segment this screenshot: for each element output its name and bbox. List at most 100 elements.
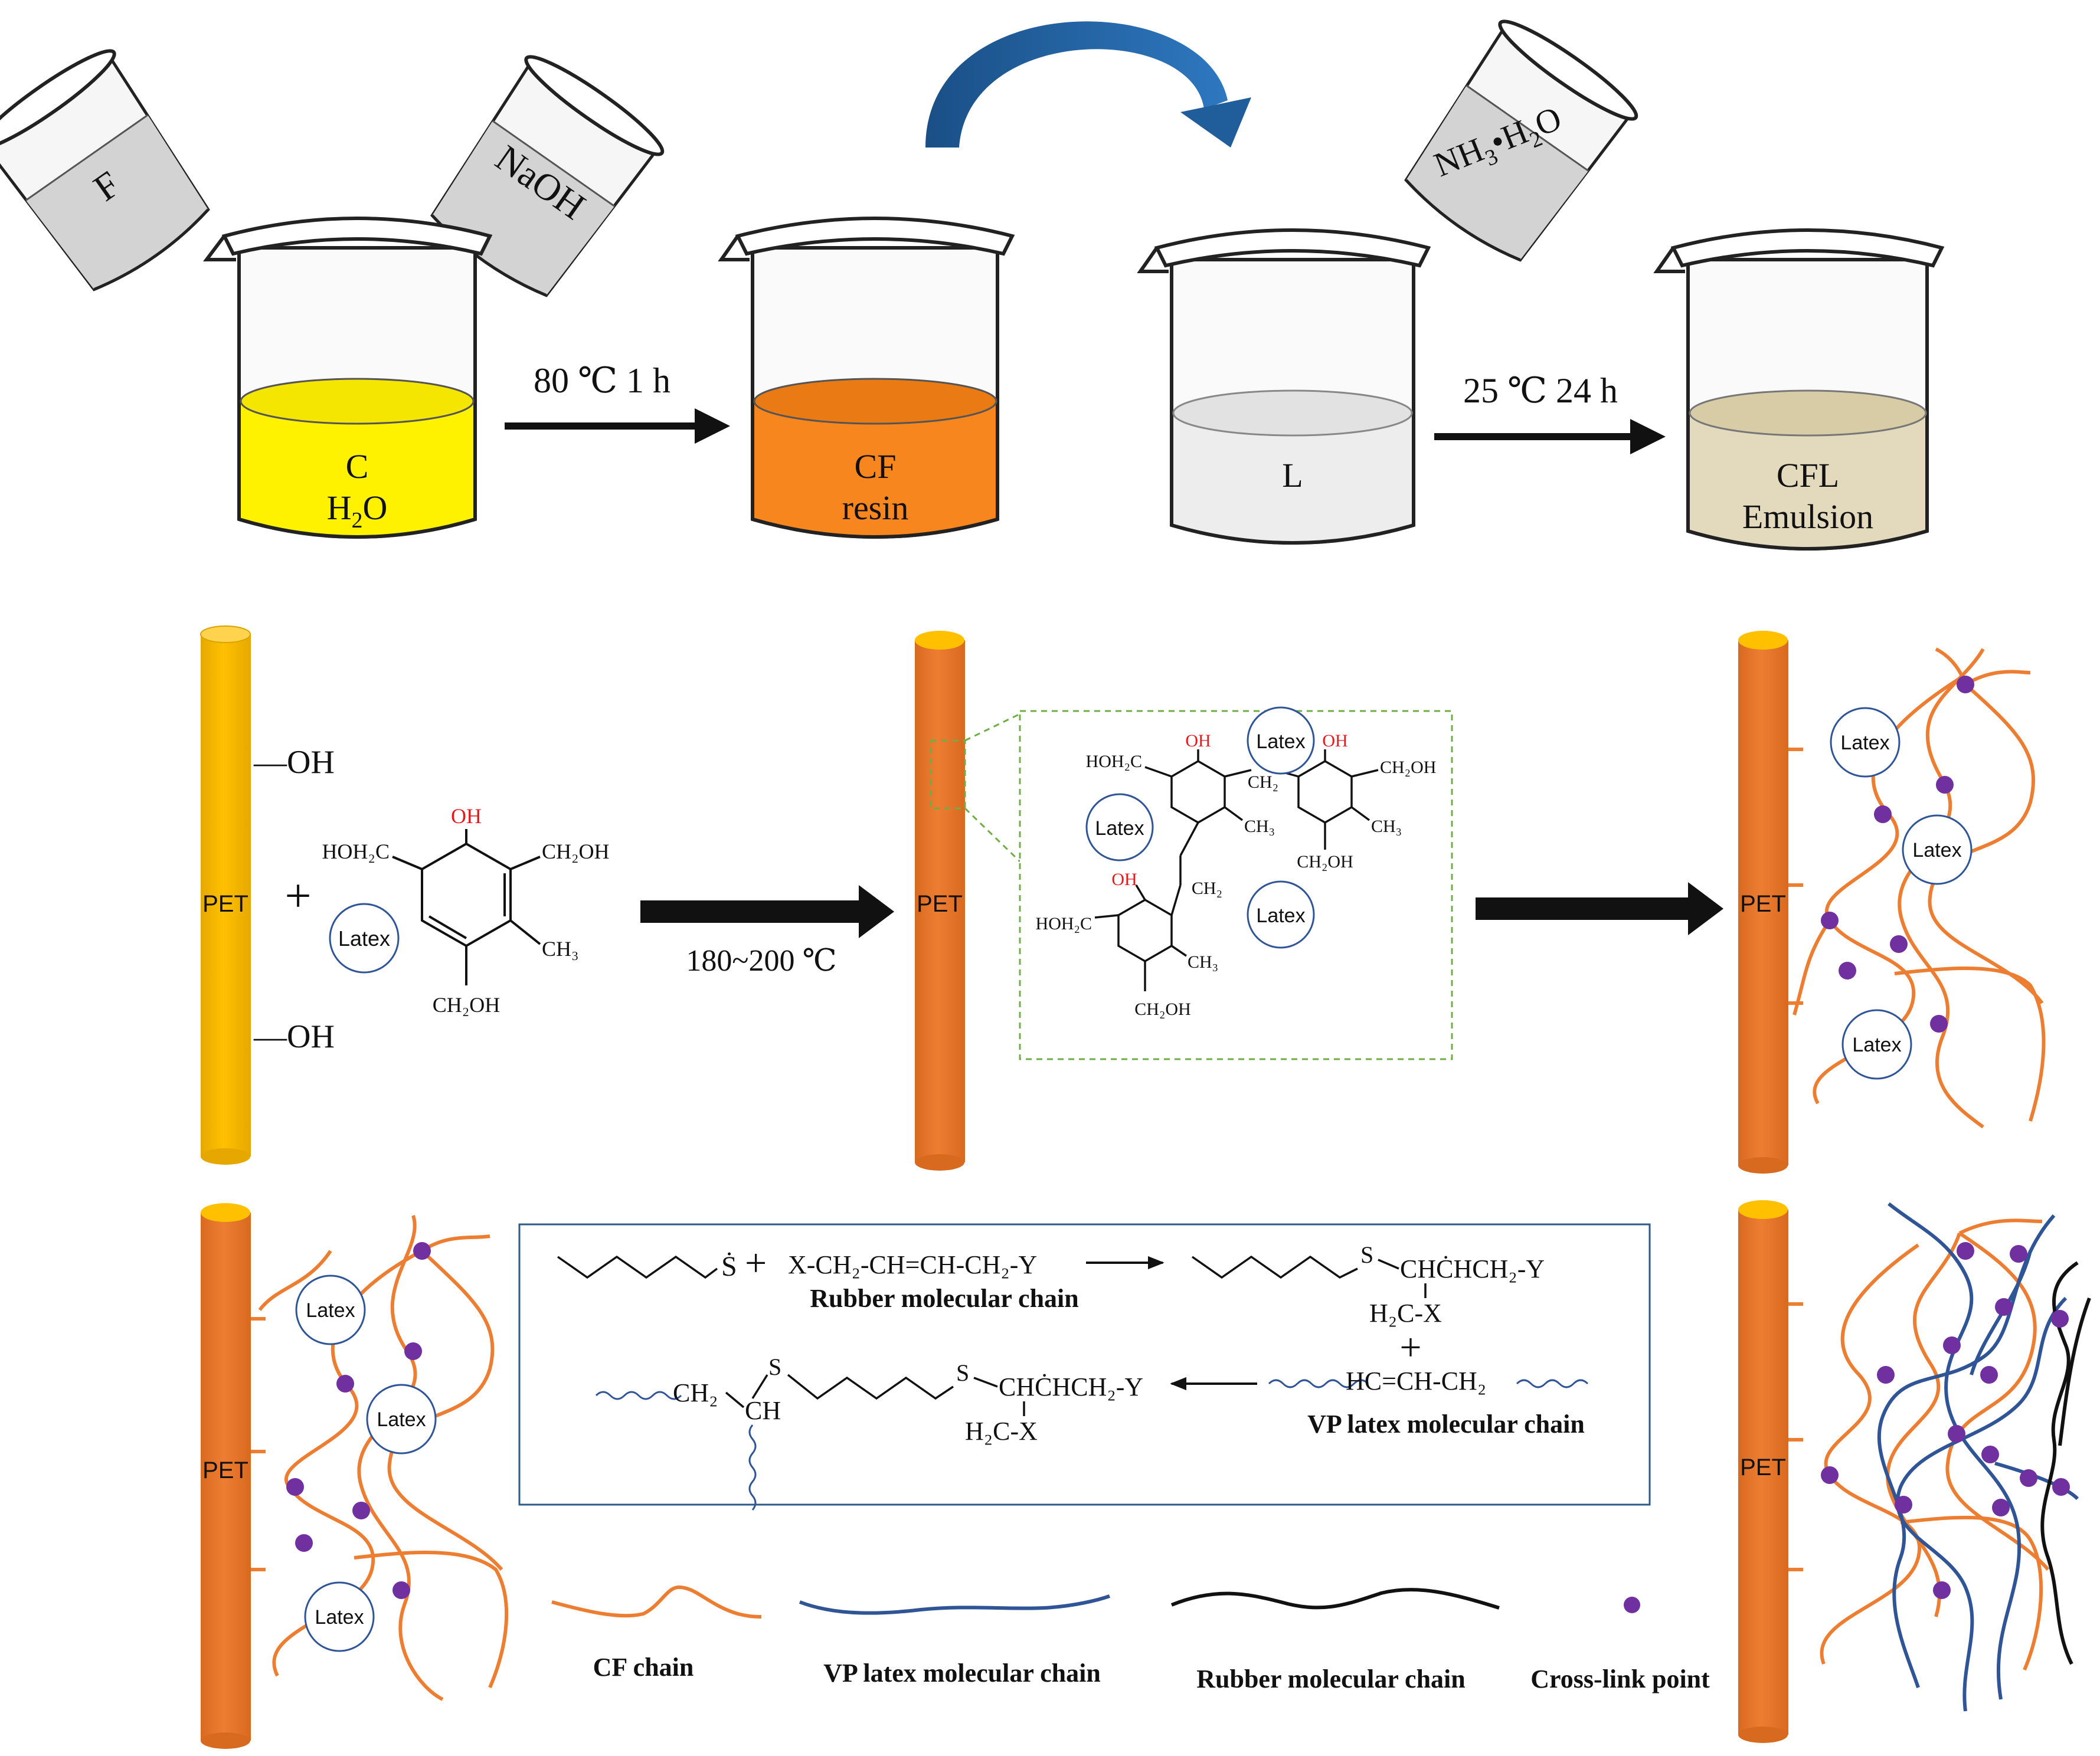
monomer-ch2oh-bottom: CH₂OH: [433, 993, 501, 1017]
inset-oh-3: OH: [1111, 870, 1137, 889]
eq1-radical: Ṡ: [721, 1251, 737, 1282]
eq3-ch2: CH₂: [673, 1378, 718, 1407]
pet-label-2: PET: [917, 891, 963, 917]
beaker4-label-cfl: CFL: [1777, 456, 1839, 494]
eq3-product: CHĊHCH₂-Y: [999, 1372, 1143, 1401]
beaker-c-h2o: C H2O: [203, 217, 493, 539]
top-row: F NaOH NH3•H2O: [0, 19, 1945, 551]
inset-oh-2: OH: [1322, 731, 1347, 751]
eq-plus-2: +: [1399, 1326, 1421, 1369]
left-latex-3: Latex: [304, 1581, 375, 1652]
pouring-beaker-f: F: [0, 49, 210, 291]
beaker1-label-c: C: [346, 447, 369, 486]
monomer-ch2oh-right: CH₂OH: [542, 840, 610, 863]
svg-text:Latex: Latex: [338, 926, 390, 951]
inset-latex-2: Latex: [1085, 793, 1154, 861]
left-latex-2: Latex: [366, 1384, 437, 1454]
pet-fiber-cf-network-left: PET Latex Latex: [201, 1203, 509, 1749]
eq1-reactant: X-CH₂-CH=CH-CH₂-Y: [788, 1250, 1037, 1279]
network-latex-1: Latex: [1830, 707, 1901, 778]
beaker-cf-resin: CF resin: [718, 217, 1015, 539]
svg-text:Latex: Latex: [1256, 730, 1305, 753]
pet-fiber-treated: PET: [915, 631, 965, 1171]
pet-fiber-full-network: PET: [1738, 1200, 2091, 1743]
svg-text:Latex: Latex: [1256, 905, 1305, 927]
legend: CF chain VP latex molecular chain Rubber…: [551, 1585, 1710, 1693]
svg-text:Latex: Latex: [1852, 1034, 1901, 1056]
middle-row: PET —OH —OH + Latex OH HOH₂C CH₂OH CH₃ C…: [200, 625, 2046, 1174]
methylol-monomer-structure: [392, 829, 541, 985]
cure-condition: 180~200 ℃: [686, 944, 836, 978]
eq2-caption: VP latex molecular chain: [1307, 1410, 1585, 1439]
rubber-chain-zigzag-2: [1191, 1255, 1358, 1279]
cure-arrow: 180~200 ℃: [640, 885, 894, 978]
eq2-vp: HC=CH-CH₂: [1346, 1367, 1486, 1395]
legend-vp-chain: VP latex molecular chain: [799, 1594, 1110, 1688]
svg-text:Latex: Latex: [315, 1606, 364, 1629]
eq3-h2c: H₂C-X: [965, 1417, 1038, 1446]
step1-arrow: 80 ℃ 1 h: [505, 361, 730, 444]
step1-condition: 80 ℃ 1 h: [534, 361, 670, 400]
network-latex-3: Latex: [1841, 1009, 1912, 1080]
inset-ch2oh-3: CH₂OH: [1134, 1000, 1190, 1019]
hydroxyl-top: —OH: [253, 744, 335, 781]
legend-rubber-chain: Rubber molecular chain: [1170, 1588, 1500, 1693]
inset-oh-1: OH: [1185, 731, 1211, 751]
rubber-chain-zigzag-1: [557, 1255, 718, 1279]
vulcanization-mechanism-box: Ṡ + X-CH₂-CH=CH-CH₂-Y Rubber molecular c…: [518, 1223, 1651, 1511]
beaker2-label-cf: CF: [855, 447, 897, 486]
svg-text:Latex: Latex: [1095, 817, 1144, 840]
plus-sign: +: [284, 870, 311, 922]
eq1-product: CHĊHCH₂-Y: [1400, 1254, 1545, 1283]
legend-cf-chain: CF chain: [551, 1585, 762, 1682]
beaker4-label-emulsion: Emulsion: [1742, 497, 1873, 536]
inset-ch2oh-2: CH₂OH: [1297, 852, 1353, 872]
beaker-cfl-emulsion: CFL Emulsion: [1653, 228, 1945, 551]
eq1-caption: Rubber molecular chain: [810, 1284, 1079, 1313]
inset-ch3-1: CH₃: [1244, 817, 1275, 836]
pet-label-3: PET: [1740, 891, 1786, 917]
pet-label-4: PET: [202, 1457, 248, 1483]
latex-bubble: Latex: [329, 903, 400, 974]
step2-condition: 25 ℃ 24 h: [1463, 371, 1618, 410]
svg-text:VP latex molecular chain: VP latex molecular chain: [823, 1659, 1101, 1688]
inset-latex-3: Latex: [1247, 880, 1315, 949]
monomer-ch3: CH₃: [542, 937, 579, 961]
inset-latex-1: Latex: [1247, 706, 1315, 775]
svg-text:Latex: Latex: [1840, 732, 1889, 754]
pet-fiber-cf-network: PET Latex: [1738, 631, 2046, 1174]
inset-hoh2c-2: HOH₂C: [1036, 914, 1092, 933]
svg-text:Latex: Latex: [377, 1408, 426, 1431]
left-latex-1: Latex: [295, 1275, 366, 1345]
legend-crosslink-point: Cross-link point: [1530, 1597, 1710, 1693]
svg-text:Latex: Latex: [306, 1299, 355, 1322]
svg-text:CF chain: CF chain: [593, 1653, 694, 1682]
network-latex-2: Latex: [1902, 814, 1973, 885]
inset-ch2-2: CH₂: [1192, 879, 1222, 898]
beaker1-label-h2o: H2O: [327, 489, 388, 533]
network-arrow: [1476, 882, 1723, 935]
curved-transfer-arrow: [925, 21, 1251, 148]
eq1-s: S: [1360, 1241, 1373, 1268]
eq3-ch: CH: [745, 1396, 781, 1425]
beaker3-label-l: L: [1282, 456, 1303, 494]
inset-ch3-2: CH₃: [1371, 817, 1402, 836]
inset-ch2oh-1: CH₂OH: [1380, 758, 1436, 777]
svg-text:Rubber molecular chain: Rubber molecular chain: [1196, 1665, 1466, 1693]
hydroxyl-bottom: —OH: [253, 1018, 335, 1055]
pet-label: PET: [202, 891, 248, 917]
inset-ch2-1: CH₂: [1248, 772, 1278, 792]
inset-hoh2c-1: HOH₂C: [1086, 752, 1142, 771]
beaker2-label-resin: resin: [842, 489, 909, 527]
svg-text:Cross-link point: Cross-link point: [1530, 1665, 1710, 1693]
monomer-hoh2c: HOH₂C: [322, 840, 390, 863]
step2-arrow: 25 ℃ 24 h: [1434, 371, 1666, 454]
monomer-oh: OH: [451, 804, 482, 828]
inset-ch3-3: CH₃: [1188, 952, 1218, 972]
eq3-s2: S: [956, 1359, 969, 1386]
eq1-plus: +: [745, 1241, 767, 1285]
pet-fiber-raw: PET: [200, 625, 251, 1165]
beaker-l: L: [1137, 228, 1431, 545]
eq1-h2c: H₂C-X: [1369, 1299, 1442, 1328]
